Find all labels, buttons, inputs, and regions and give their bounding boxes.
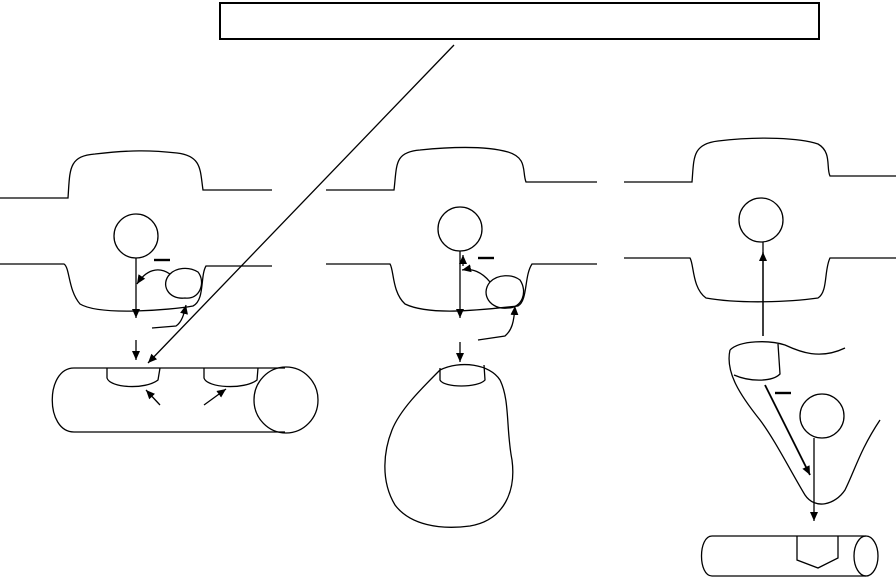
left-cell-circle: [113, 213, 159, 259]
left-pocket-1: [106, 367, 161, 388]
middle-feedback-loop: [485, 275, 525, 309]
left-return-arrow: [151, 304, 188, 329]
right-cylinder-body: [700, 535, 866, 577]
blank-label-box: [219, 2, 820, 40]
middle-cell-circle: [437, 206, 483, 252]
middle-blob: [384, 363, 514, 528]
left-feedback-arrow: [136, 269, 171, 285]
right-upper-membrane: [624, 137, 896, 183]
right-terminal: [728, 341, 881, 505]
right-cylinder-pocket: [796, 536, 839, 569]
right-lower-circle: [799, 393, 845, 439]
middle-lower-membrane: [326, 263, 597, 312]
middle-pocket: [439, 364, 486, 387]
left-panel: [0, 150, 319, 434]
middle-upper-membrane: [326, 146, 597, 191]
right-panel: [624, 137, 896, 577]
left-pocket-2: [203, 367, 259, 388]
right-cylinder-end: [853, 535, 879, 577]
middle-feedback-arrow: [461, 264, 491, 283]
right-pocket: [733, 343, 781, 381]
middle-panel: [326, 146, 597, 528]
left-cylinder-body: [51, 367, 285, 433]
left-upper-membrane: [0, 150, 272, 199]
right-diagonal-arrow: [764, 384, 811, 476]
right-cell-circle: [738, 197, 784, 243]
left-cylinder-end: [253, 366, 319, 434]
pointer-line: [147, 44, 455, 364]
right-lower-membrane: [624, 257, 896, 303]
left-feedback-loop: [165, 267, 203, 299]
left-pocket-arrow-1: [145, 389, 161, 406]
middle-return-arrow: [477, 305, 519, 341]
left-pocket-arrow-2: [203, 388, 227, 406]
